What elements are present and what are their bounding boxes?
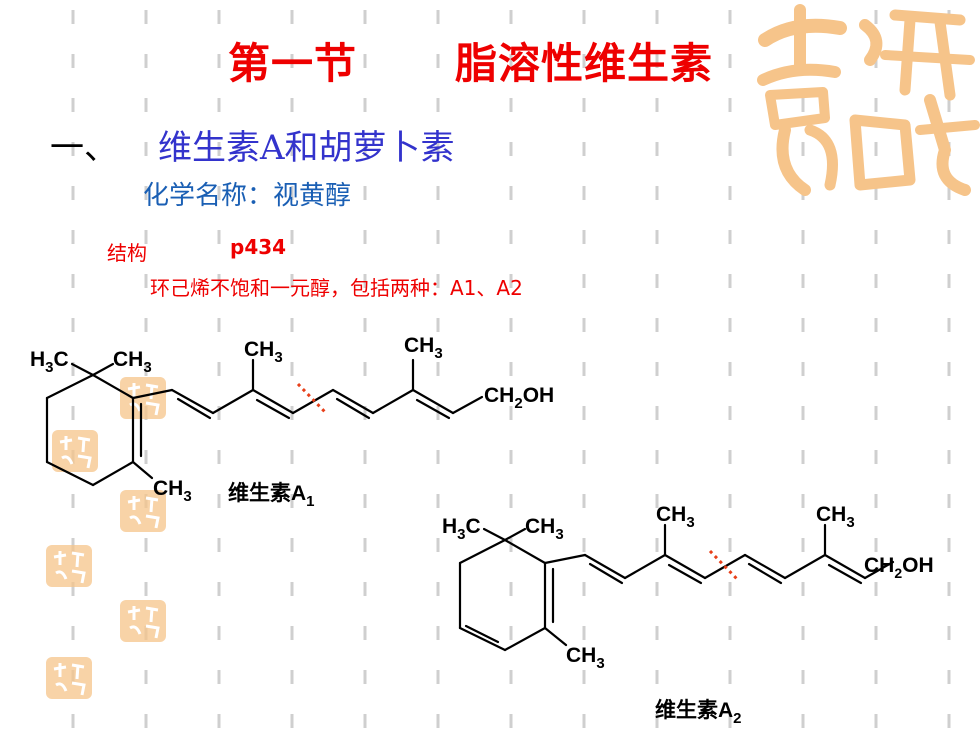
- seal-stamp-icon: [46, 545, 92, 587]
- a2-methyl-1: CH3: [656, 503, 695, 531]
- structure-page-ref: p434: [230, 235, 287, 259]
- a2-end-group: CH2OH: [864, 554, 934, 581]
- a1-methyl-2: CH3: [404, 334, 443, 362]
- a1-gem-methyl-right: CH3: [113, 348, 152, 376]
- a1-end-group: CH2OH: [484, 384, 554, 412]
- seal-stamp-icon: [120, 377, 166, 419]
- seal-stamp-icon: [46, 657, 92, 699]
- a2-gem-methyl-right: CH3: [525, 515, 564, 543]
- a1-gem-methyl-left: H3C: [30, 348, 69, 376]
- a2-gem-methyl-left: H3C: [442, 515, 481, 543]
- vitamin-a1-structure: [45, 358, 484, 487]
- title-section: 第一节: [228, 39, 358, 88]
- watermark-logo: [757, 4, 980, 196]
- a1-ring-methyl: CH3: [153, 477, 192, 505]
- seal-stamp-icon: [120, 490, 166, 532]
- section-heading: 一、维生素A和胡萝卜素: [50, 120, 455, 169]
- a2-methyl-2: CH3: [816, 503, 855, 531]
- chemical-name: 化学名称：视黄醇: [143, 181, 352, 211]
- a2-ring-methyl: CH3: [566, 644, 605, 672]
- a1-name: 维生素A1: [228, 481, 315, 510]
- structure-label: 结构: [107, 241, 147, 265]
- seal-stamp-icon: [52, 430, 98, 472]
- section-number: 一、: [50, 128, 118, 168]
- structure-description: 环己烯不饱和一元醇，包括两种：A1、A2: [150, 276, 523, 300]
- section-title: 维生素A和胡萝卜素: [158, 128, 455, 168]
- vitamin-a2-structure: [458, 523, 895, 652]
- a2-name: 维生素A2: [655, 698, 742, 727]
- title-topic: 脂溶性维生素: [455, 39, 714, 88]
- seal-stamp-icon: [120, 600, 166, 642]
- a1-methyl-1: CH3: [244, 338, 283, 366]
- cleavage-mark-a2: [708, 549, 739, 581]
